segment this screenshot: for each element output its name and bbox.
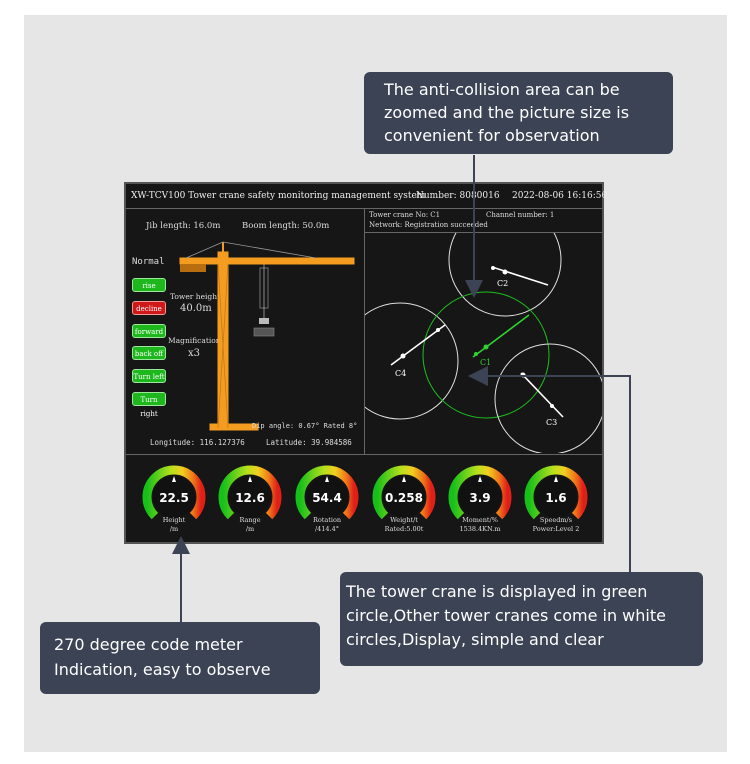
tower-height-value: 40.0m: [180, 303, 212, 314]
title-bar: XW-TCV100 Tower crane safety monitoring …: [126, 184, 607, 208]
crane-c4-center: [400, 353, 406, 359]
gauge-range-value: 12.6: [235, 491, 265, 505]
gauge-rotation-arc: [295, 465, 359, 520]
crane-c3-trolley: [550, 404, 554, 408]
device-number: Number: 8080016: [416, 191, 500, 201]
gauge-height-face: [153, 476, 195, 518]
crane-c3-jib: [520, 372, 564, 418]
crane-c1-jib: [472, 314, 530, 358]
decline-button[interactable]: decline: [132, 301, 166, 315]
monitor-screen: XW-TCV100 Tower crane safety monitoring …: [124, 182, 607, 544]
crane-c4-trolley: [436, 328, 440, 332]
turn-right-button[interactable]: Turn right: [132, 392, 166, 418]
jib-length: Jib length: 16.0m: [146, 221, 221, 231]
gauge-range-label: Range/m: [239, 516, 261, 533]
gauge-rotation-label: Rotation/414.4°: [312, 516, 342, 533]
arrow-head-top: [465, 280, 483, 298]
magnification-label: Magnification: [168, 336, 221, 345]
gauge-row: [142, 465, 588, 520]
gauge-speed-arc: [524, 465, 588, 520]
gauge-rotation-pointer: [325, 476, 329, 482]
gauge-weight-value: 0.258: [385, 491, 423, 505]
gauge-range-pointer: [248, 476, 252, 482]
boom-length: Boom length: 50.0m: [242, 221, 330, 231]
crane-jib: [179, 257, 355, 265]
crane-c4-circle: [365, 302, 459, 420]
longitude: Longitude: 116.127376: [150, 438, 245, 447]
tower-height-label: Tower height: [170, 292, 221, 301]
gauge-height-pointer: [172, 476, 176, 482]
tower-lattice: [217, 263, 229, 429]
crane-c2-center: [502, 269, 508, 275]
crane-c4-jib: [390, 324, 446, 366]
gauge-height-value: 22.5: [159, 491, 189, 505]
divider: [126, 454, 602, 455]
gauge-moment-pointer: [478, 476, 482, 482]
gauge-speed-value: 1.6: [545, 491, 567, 505]
crane-c3-circle: [494, 343, 602, 453]
gauge-height-arc: [142, 465, 206, 520]
arrow-head-right: [468, 366, 488, 386]
gauge-range-face: [229, 476, 271, 518]
latitude: Latitude: 39.984586: [266, 438, 352, 447]
crane-c1-center: [483, 344, 489, 350]
gauge-speed-face: [535, 476, 577, 518]
crane-c4-label: C4: [395, 369, 406, 378]
gauge-range-arc: [218, 465, 282, 520]
gauge-weight-face: [383, 476, 425, 518]
gauge-moment-label: Moment/%1538.4KN.m: [459, 516, 501, 533]
pendant-line: [185, 241, 224, 259]
crane-c1-trolley: [474, 352, 478, 356]
gauge-weight-pointer: [402, 476, 406, 482]
system-title: XW-TCV100 Tower crane safety monitoring …: [131, 191, 426, 201]
dip-angle: Dip angle: 0.67° Rated 8°: [252, 422, 358, 430]
gauge-rotation-face: [306, 476, 348, 518]
gauge-weight-arc: [372, 465, 436, 520]
back-off-button[interactable]: back off: [132, 346, 166, 360]
pendant-line: [222, 241, 317, 259]
gauge-rotation-value: 54.4: [312, 491, 342, 505]
hook-block: [259, 318, 269, 324]
crane-c1-circle: [422, 291, 550, 419]
crane-number: Tower crane No: C1: [369, 211, 441, 219]
crane-c2-label: C2: [497, 279, 508, 288]
crane-c2-trolley: [491, 266, 495, 270]
crane-c1-label: C1: [480, 358, 491, 367]
gauge-moment-value: 3.9: [469, 491, 491, 505]
pointer-line-right: [488, 375, 631, 572]
status-text: Normal: [132, 257, 165, 267]
crane-c2-circle: [448, 233, 562, 317]
datetime: 2022-08-06 16:16:56: [512, 191, 608, 201]
divider: [364, 208, 365, 454]
gauge-moment-face: [459, 476, 501, 518]
load-block: [253, 327, 275, 337]
crane-base: [209, 423, 259, 431]
arrow-head-left: [172, 536, 190, 554]
network-status: Network: Registration succeeded: [369, 221, 488, 229]
gauge-height-label: Height/m: [162, 516, 186, 533]
divider: [364, 232, 602, 233]
gauge-moment-arc: [448, 465, 512, 520]
callout-top: The anti-collision area can be zoomed an…: [364, 72, 673, 154]
anti-collision-map: C2 C4 C1 C3: [365, 233, 602, 453]
crane-c3-label: C3: [546, 418, 557, 427]
gauge-speed-pointer: [554, 476, 558, 482]
rise-button[interactable]: rise: [132, 278, 166, 292]
magnification-value: x3: [188, 348, 201, 359]
channel-number: Channel number: 1: [486, 211, 555, 219]
counterweight: [180, 264, 206, 272]
callout-bottom-left: 270 degree code meter Indication, easy t…: [40, 622, 320, 694]
callout-bottom-right: The tower crane is displayed in green ci…: [340, 572, 703, 666]
forward-button[interactable]: forward: [132, 324, 166, 338]
crane-diagram: [179, 241, 355, 431]
turn-left-button[interactable]: Turn left: [132, 369, 166, 383]
crane-c2-jib: [491, 266, 549, 286]
